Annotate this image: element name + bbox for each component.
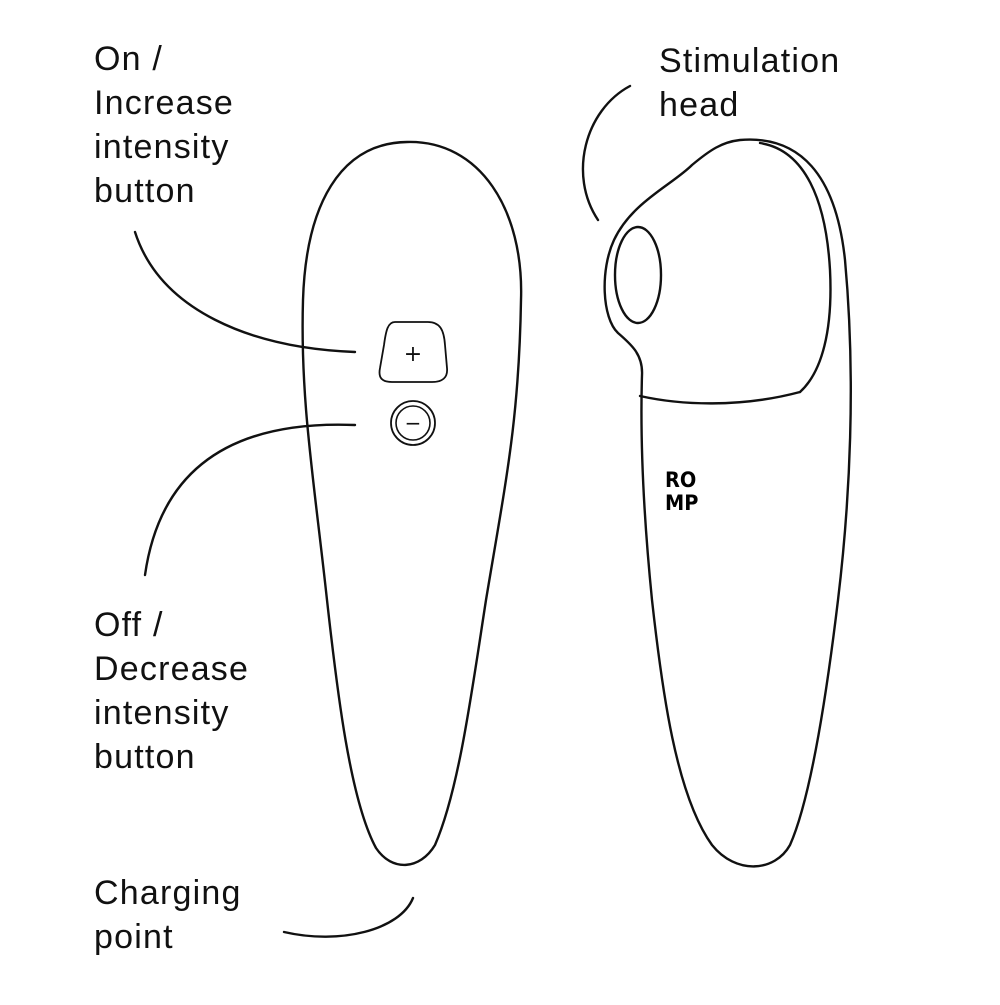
label-charging-point: Charging point <box>94 871 242 959</box>
stimulation-head-opening <box>613 225 663 325</box>
label-line: Off / <box>94 606 164 644</box>
label-line: On / <box>94 40 164 78</box>
label-line: Stimulation <box>659 42 841 80</box>
plus-icon: + <box>404 342 422 367</box>
label-line: Decrease <box>94 650 250 688</box>
logo-line: RO <box>665 468 697 492</box>
decrease-button-shape[interactable] <box>390 400 436 446</box>
label-line: Increase <box>94 84 235 122</box>
front-view-body <box>301 140 523 867</box>
leader-stimulation <box>581 84 632 222</box>
side-view-body <box>603 138 852 868</box>
brand-logo: RO MP <box>665 469 698 515</box>
logo-line: MP <box>665 491 699 515</box>
leader-increase <box>133 230 357 354</box>
label-decrease-intensity-button: Off / Decrease intensity button <box>94 603 249 779</box>
leader-decrease <box>143 423 357 577</box>
label-line: button <box>94 172 196 210</box>
label-line: intensity <box>94 128 230 166</box>
label-increase-intensity-button: On / Increase intensity button <box>94 37 234 213</box>
label-stimulation-head: Stimulation head <box>659 39 840 127</box>
minus-icon: − <box>405 411 422 435</box>
label-line: point <box>94 918 174 956</box>
label-line: intensity <box>94 694 230 732</box>
side-view-rear-contour <box>758 141 832 394</box>
label-line: head <box>659 86 740 124</box>
side-view-seam <box>638 390 802 405</box>
label-line: Charging <box>94 874 242 912</box>
decrease-button-ring <box>395 405 431 441</box>
leader-charging <box>282 896 415 938</box>
label-line: button <box>94 738 196 776</box>
increase-button-shape[interactable] <box>378 321 448 383</box>
